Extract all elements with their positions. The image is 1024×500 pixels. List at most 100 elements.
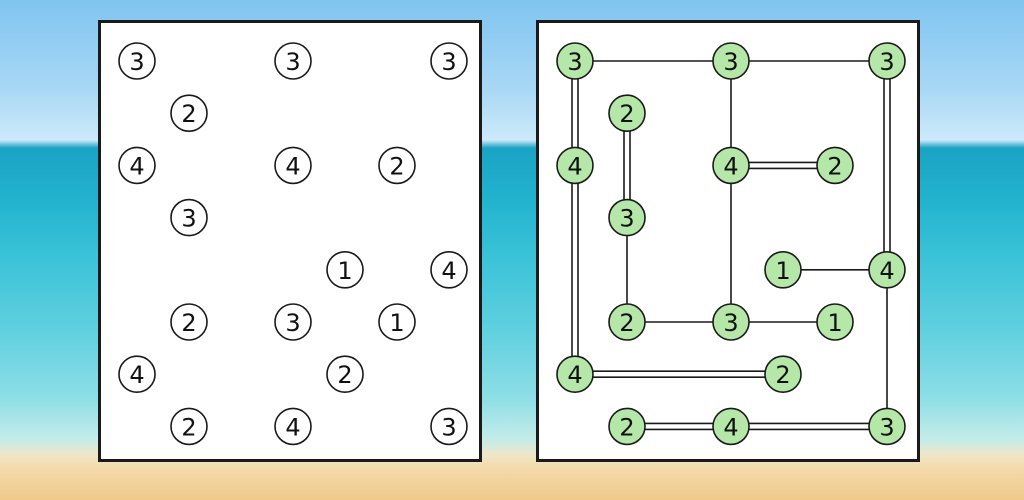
solved-island-o[interactable]: 2 xyxy=(764,355,802,394)
solved-island-circle[interactable] xyxy=(712,42,750,80)
solved-island-b[interactable]: 3 xyxy=(712,42,750,80)
unsolved-island-circle[interactable] xyxy=(274,303,312,341)
unsolved-island-p[interactable]: 2 xyxy=(170,407,208,446)
solved-island-value: 4 xyxy=(879,257,894,285)
solved-island-e[interactable]: 4 xyxy=(556,146,594,185)
unsolved-island-n[interactable]: 4 xyxy=(118,355,156,394)
unsolved-island-l[interactable]: 3 xyxy=(274,303,312,341)
bridge-q-r[interactable] xyxy=(731,422,887,431)
solved-island-value: 3 xyxy=(879,48,894,76)
solved-island-value: 4 xyxy=(567,152,582,180)
solved-island-value: 3 xyxy=(879,413,894,441)
solved-island-m[interactable]: 1 xyxy=(816,303,854,341)
solved-island-circle[interactable] xyxy=(608,94,646,132)
unsolved-island-e[interactable]: 4 xyxy=(118,146,156,185)
solved-island-circle[interactable] xyxy=(764,355,802,394)
solved-island-circle[interactable] xyxy=(556,355,594,394)
solved-island-circle[interactable] xyxy=(816,146,854,185)
solved-island-p[interactable]: 2 xyxy=(608,407,646,446)
solved-island-value: 4 xyxy=(723,413,738,441)
unsolved-island-circle[interactable] xyxy=(378,303,416,341)
solved-island-circle[interactable] xyxy=(712,303,750,341)
solved-island-i[interactable]: 1 xyxy=(764,251,802,289)
unsolved-island-d[interactable]: 2 xyxy=(170,94,208,132)
solved-island-j[interactable]: 4 xyxy=(868,251,906,289)
unsolved-island-circle[interactable] xyxy=(274,146,312,185)
unsolved-island-circle[interactable] xyxy=(118,355,156,394)
solved-island-circle[interactable] xyxy=(868,407,906,446)
unsolved-island-circle[interactable] xyxy=(118,42,156,80)
solved-island-value: 4 xyxy=(723,152,738,180)
solved-island-n[interactable]: 4 xyxy=(556,355,594,394)
unsolved-island-value: 4 xyxy=(441,257,456,285)
bridge-c-j[interactable] xyxy=(883,61,891,270)
solved-island-circle[interactable] xyxy=(868,251,906,289)
bridge-e-n[interactable] xyxy=(571,165,579,375)
solved-island-circle[interactable] xyxy=(712,407,750,446)
solved-island-circle[interactable] xyxy=(868,42,906,80)
unsolved-island-m[interactable]: 1 xyxy=(378,303,416,341)
solved-island-q[interactable]: 4 xyxy=(712,407,750,446)
unsolved-island-circle[interactable] xyxy=(274,407,312,446)
unsolved-island-value: 4 xyxy=(285,413,300,441)
solved-island-f[interactable]: 4 xyxy=(712,146,750,185)
unsolved-island-i[interactable]: 1 xyxy=(326,251,364,289)
bridge-n-o[interactable] xyxy=(575,370,783,379)
unsolved-island-r[interactable]: 3 xyxy=(430,407,468,446)
unsolved-island-circle[interactable] xyxy=(326,355,364,394)
unsolved-island-o[interactable]: 2 xyxy=(326,355,364,394)
solved-island-value: 3 xyxy=(723,48,738,76)
unsolved-island-value: 2 xyxy=(181,413,196,441)
unsolved-island-value: 2 xyxy=(181,309,196,337)
solved-island-h[interactable]: 3 xyxy=(608,198,646,237)
solved-island-circle[interactable] xyxy=(608,407,646,446)
unsolved-island-circle[interactable] xyxy=(274,42,312,80)
unsolved-island-circle[interactable] xyxy=(170,303,208,341)
unsolved-island-k[interactable]: 2 xyxy=(170,303,208,341)
unsolved-island-value: 3 xyxy=(129,48,144,76)
solved-island-circle[interactable] xyxy=(712,146,750,185)
solved-island-a[interactable]: 3 xyxy=(556,42,594,80)
solved-island-circle[interactable] xyxy=(764,251,802,289)
unsolved-island-value: 3 xyxy=(285,309,300,337)
unsolved-island-circle[interactable] xyxy=(170,94,208,132)
solved-island-circle[interactable] xyxy=(608,198,646,237)
unsolved-island-b[interactable]: 3 xyxy=(274,42,312,80)
unsolved-island-circle[interactable] xyxy=(170,407,208,446)
solved-island-l[interactable]: 3 xyxy=(712,303,750,341)
solved-island-r[interactable]: 3 xyxy=(868,407,906,446)
unsolved-island-circle[interactable] xyxy=(326,251,364,289)
unsolved-island-g[interactable]: 2 xyxy=(378,146,416,185)
unsolved-island-j[interactable]: 4 xyxy=(430,251,468,289)
unsolved-island-circle[interactable] xyxy=(118,146,156,185)
solved-island-g[interactable]: 2 xyxy=(816,146,854,185)
solved-island-value: 2 xyxy=(775,361,790,389)
unsolved-island-circle[interactable] xyxy=(378,146,416,185)
unsolved-island-value: 3 xyxy=(285,48,300,76)
solved-island-circle[interactable] xyxy=(816,303,854,341)
solved-island-circle[interactable] xyxy=(556,146,594,185)
solved-island-circle[interactable] xyxy=(608,303,646,341)
solved-island-k[interactable]: 2 xyxy=(608,303,646,341)
unsolved-island-h[interactable]: 3 xyxy=(170,198,208,237)
solved-island-value: 4 xyxy=(567,361,582,389)
unsolved-island-value: 2 xyxy=(389,152,404,180)
solved-island-d[interactable]: 2 xyxy=(608,94,646,132)
unsolved-island-f[interactable]: 4 xyxy=(274,146,312,185)
unsolved-island-circle[interactable] xyxy=(430,42,468,80)
unsolved-island-value: 3 xyxy=(441,48,456,76)
unsolved-island-value: 3 xyxy=(441,413,456,441)
unsolved-island-q[interactable]: 4 xyxy=(274,407,312,446)
solved-island-c[interactable]: 3 xyxy=(868,42,906,80)
unsolved-island-circle[interactable] xyxy=(430,251,468,289)
unsolved-island-c[interactable]: 3 xyxy=(430,42,468,80)
unsolved-island-value: 4 xyxy=(129,361,144,389)
unsolved-island-a[interactable]: 3 xyxy=(118,42,156,80)
unsolved-island-circle[interactable] xyxy=(430,407,468,446)
solved-island-circle[interactable] xyxy=(556,42,594,80)
unsolved-island-circle[interactable] xyxy=(170,198,208,237)
